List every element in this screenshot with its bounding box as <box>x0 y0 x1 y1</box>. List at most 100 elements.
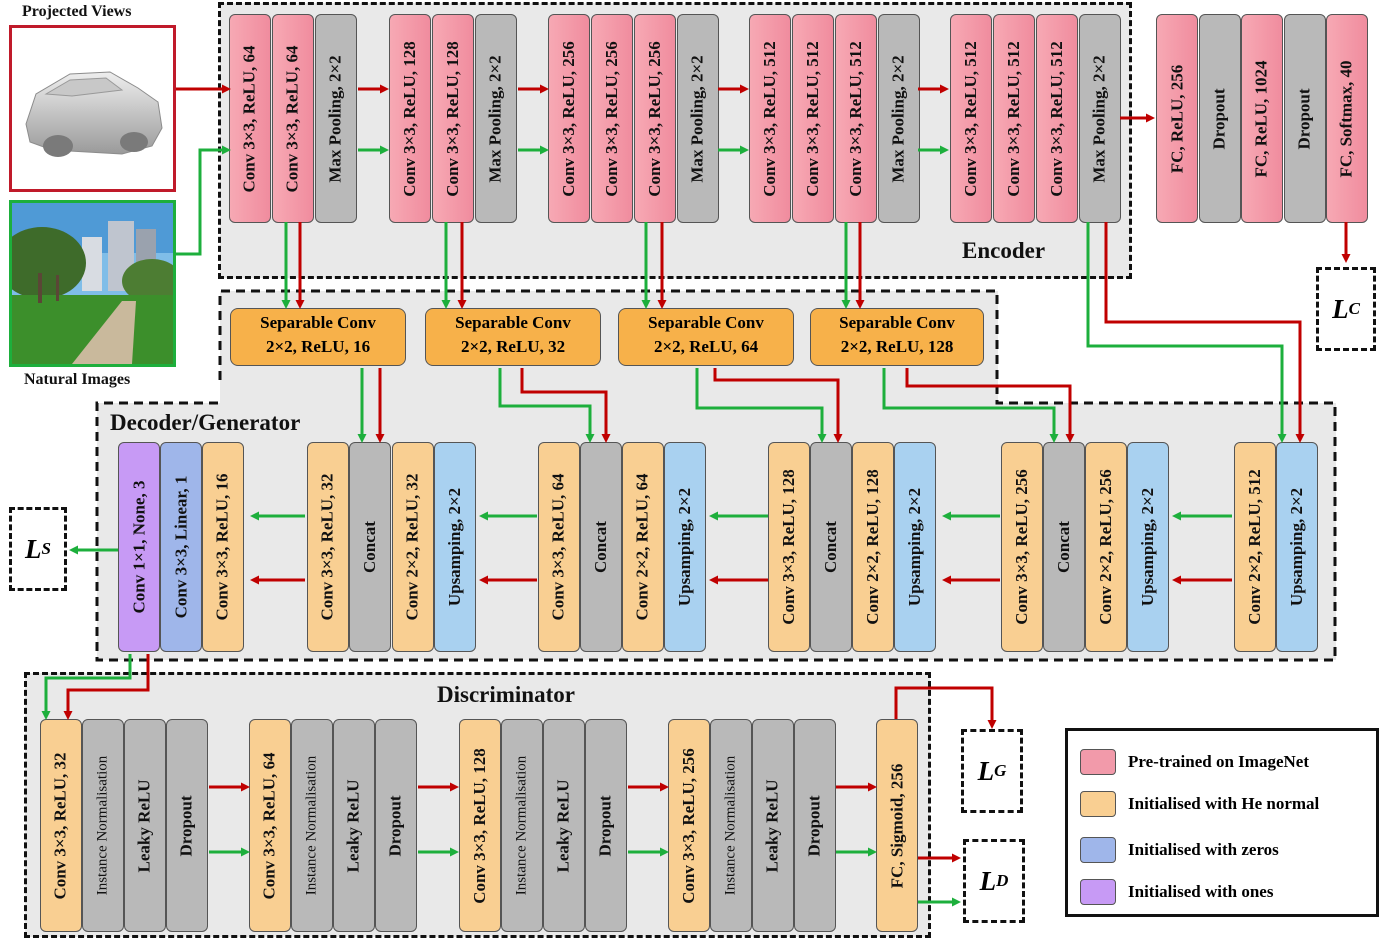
encoder-block-16: Conv 3×3, ReLU, 512 <box>1036 14 1078 223</box>
decoder-block-18: Upsamping, 2×2 <box>1127 442 1169 652</box>
encoder-title: Encoder <box>962 238 1046 263</box>
decoder-block-14: Upsamping, 2×2 <box>894 442 936 652</box>
encoder-block-3: Conv 3×3, ReLU, 128 <box>389 14 431 223</box>
discriminator-block-5: Instance Normalisation <box>291 719 333 932</box>
loss-c-main: L <box>1332 293 1349 324</box>
encoder-block-8: Conv 3×3, ReLU, 256 <box>634 14 676 223</box>
discriminator-block-3: Dropout <box>166 719 208 932</box>
separable-conv-line1-0: Separable Conv <box>260 313 376 332</box>
discriminator-outline <box>24 672 931 938</box>
decoder-block-5: Conv 2×2, ReLU, 32 <box>392 442 434 652</box>
decoder-block-2: Conv 3×3, ReLU, 16 <box>202 442 244 652</box>
loss-s-sub: S <box>41 539 51 558</box>
discriminator-block-2: Leaky ReLU <box>124 719 166 932</box>
discriminator-block-4: Conv 3×3, ReLU, 64 <box>249 719 291 932</box>
decoder-block-19: Conv 2×2, ReLU, 512 <box>1234 442 1276 652</box>
separable-conv-line2-1: 2×2, ReLU, 32 <box>460 337 566 356</box>
discriminator-block-14: Leaky ReLU <box>752 719 794 932</box>
encoder-block-14: Conv 3×3, ReLU, 512 <box>950 14 992 223</box>
decoder-block-11: Conv 3×3, ReLU, 128 <box>768 442 810 652</box>
encoder-block-2: Max Pooling, 2×2 <box>315 14 357 223</box>
legend-swatch-imagenet <box>1080 749 1116 775</box>
decoder-block-8: Concat <box>580 442 622 652</box>
discriminator-block-0: Conv 3×3, ReLU, 32 <box>40 719 82 932</box>
encoder-block-1: Conv 3×3, ReLU, 64 <box>272 14 314 223</box>
encoder-block-12: Conv 3×3, ReLU, 512 <box>835 14 877 223</box>
encoder-block-11: Conv 3×3, ReLU, 512 <box>792 14 834 223</box>
legend-item-imagenet: Pre-trained on ImageNet <box>1080 747 1309 777</box>
classifier-block-2: FC, ReLU, 1024 <box>1241 14 1283 223</box>
classifier-block-4: FC, Softmax, 40 <box>1326 14 1368 223</box>
encoder-block-13: Max Pooling, 2×2 <box>878 14 920 223</box>
encoder-block-4: Conv 3×3, ReLU, 128 <box>432 14 474 223</box>
legend-label-imagenet: Pre-trained on ImageNet <box>1128 752 1309 771</box>
separable-conv-line2-2: 2×2, ReLU, 64 <box>653 337 759 356</box>
loss-d-sub: D <box>996 871 1009 890</box>
encoder-block-5: Max Pooling, 2×2 <box>475 14 517 223</box>
projected-view-image <box>9 25 176 192</box>
loss-g-main: L <box>977 755 995 786</box>
park-scene-icon <box>12 203 173 364</box>
separable-conv-line2-0: 2×2, ReLU, 16 <box>265 337 371 356</box>
legend-item-zeros: Initialised with zeros <box>1080 835 1279 865</box>
decoder-title: Decoder/Generator <box>110 410 301 435</box>
decoder-block-1: Conv 3×3, Linear, 1 <box>160 442 202 652</box>
discriminator-title: Discriminator <box>437 682 575 707</box>
legend-label-ones: Initialised with ones <box>1128 882 1274 901</box>
natural-images-caption: Natural Images <box>24 371 131 388</box>
discriminator-block-9: Instance Normalisation <box>501 719 543 932</box>
separable-conv-block-2: Separable Conv 2×2, ReLU, 64 <box>618 308 794 366</box>
loss-c-sub: C <box>1348 299 1360 318</box>
encoder-block-9: Max Pooling, 2×2 <box>677 14 719 223</box>
discriminator-block-13: Instance Normalisation <box>710 719 752 932</box>
natural-image <box>9 200 176 367</box>
encoder-block-7: Conv 3×3, ReLU, 256 <box>591 14 633 223</box>
classifier-block-1: Dropout <box>1199 14 1241 223</box>
decoder-block-10: Upsamping, 2×2 <box>664 442 706 652</box>
encoder-outline <box>218 2 1132 279</box>
legend-item-ones: Initialised with ones <box>1080 877 1273 907</box>
separable-conv-line1-2: Separable Conv <box>648 313 764 332</box>
encoder-block-10: Conv 3×3, ReLU, 512 <box>749 14 791 223</box>
loss-g-sub: G <box>994 761 1007 780</box>
decoder-block-12: Concat <box>810 442 852 652</box>
legend-swatch-he-normal <box>1080 791 1116 817</box>
decoder-block-16: Concat <box>1043 442 1085 652</box>
decoder-block-3: Conv 3×3, ReLU, 32 <box>307 442 349 652</box>
decoder-block-15: Conv 3×3, ReLU, 256 <box>1001 442 1043 652</box>
encoder-block-17: Max Pooling, 2×2 <box>1079 14 1121 223</box>
legend: Pre-trained on ImageNet Initialised with… <box>1065 728 1379 917</box>
discriminator-block-7: Dropout <box>375 719 417 932</box>
discriminator-block-12: Conv 3×3, ReLU, 256 <box>668 719 710 932</box>
decoder-block-6: Upsamping, 2×2 <box>434 442 476 652</box>
decoder-block-7: Conv 3×3, ReLU, 64 <box>538 442 580 652</box>
discriminator-block-1: Instance Normalisation <box>82 719 124 932</box>
legend-label-zeros: Initialised with zeros <box>1128 840 1279 859</box>
encoder-block-15: Conv 3×3, ReLU, 512 <box>993 14 1035 223</box>
classifier-block-3: Dropout <box>1284 14 1326 223</box>
discriminator-block-11: Dropout <box>585 719 627 932</box>
legend-swatch-zeros <box>1080 837 1116 863</box>
decoder-block-13: Conv 2×2, ReLU, 128 <box>852 442 894 652</box>
decoder-block-0: Conv 1×1, None, 3 <box>118 442 160 652</box>
discriminator-block-10: Leaky ReLU <box>543 719 585 932</box>
car-render-icon <box>25 71 163 157</box>
discriminator-block-8: Conv 3×3, ReLU, 128 <box>459 719 501 932</box>
decoder-block-4: Concat <box>349 442 391 652</box>
encoder-block-0: Conv 3×3, ReLU, 64 <box>229 14 271 223</box>
decoder-block-20: Upsamping, 2×2 <box>1276 442 1318 652</box>
loss-d-main: L <box>979 865 997 896</box>
projected-views-caption: Projected Views <box>22 3 132 20</box>
discriminator-block-15: Dropout <box>794 719 836 932</box>
discriminator-block-6: Leaky ReLU <box>333 719 375 932</box>
decoder-block-17: Conv 2×2, ReLU, 256 <box>1085 442 1127 652</box>
separable-conv-line1-3: Separable Conv <box>839 313 955 332</box>
loss-s-main: L <box>25 533 42 564</box>
